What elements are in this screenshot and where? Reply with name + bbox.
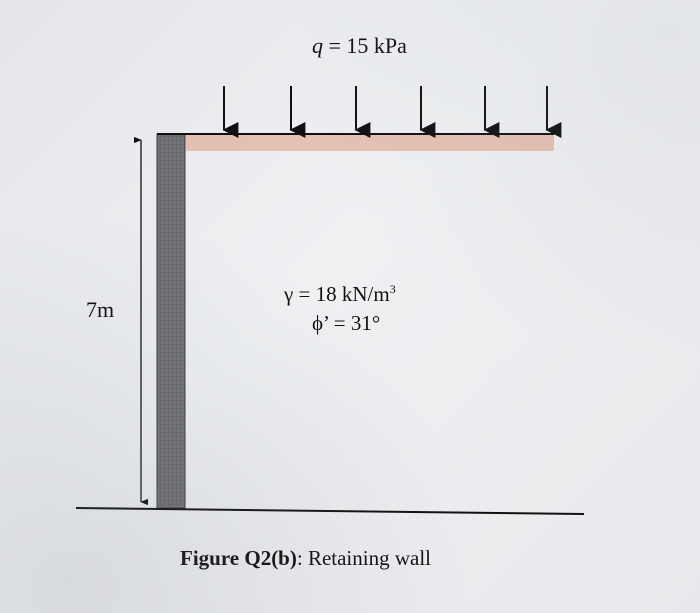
- unit-weight-label: γ = 18 kN/m3: [284, 282, 396, 307]
- surcharge-load-label: q = 15 kPa: [312, 33, 407, 59]
- load-value: = 15 kPa: [323, 33, 407, 58]
- surcharge-strip: [186, 135, 554, 151]
- unit-weight-text: γ = 18 kN/m: [284, 282, 390, 306]
- wall-height-label: 7m: [86, 297, 115, 322]
- base-ground-line: [75, 507, 585, 515]
- unit-weight-exponent: 3: [389, 282, 396, 296]
- figure-caption: Figure Q2(b): Retaining wall: [180, 546, 431, 571]
- retaining-wall: [156, 133, 186, 509]
- friction-angle-label: ϕ’ = 31°: [312, 311, 381, 335]
- figure-id: Figure Q2(b): [180, 546, 297, 570]
- load-symbol: q: [312, 33, 323, 58]
- caption-text: : Retaining wall: [296, 546, 432, 570]
